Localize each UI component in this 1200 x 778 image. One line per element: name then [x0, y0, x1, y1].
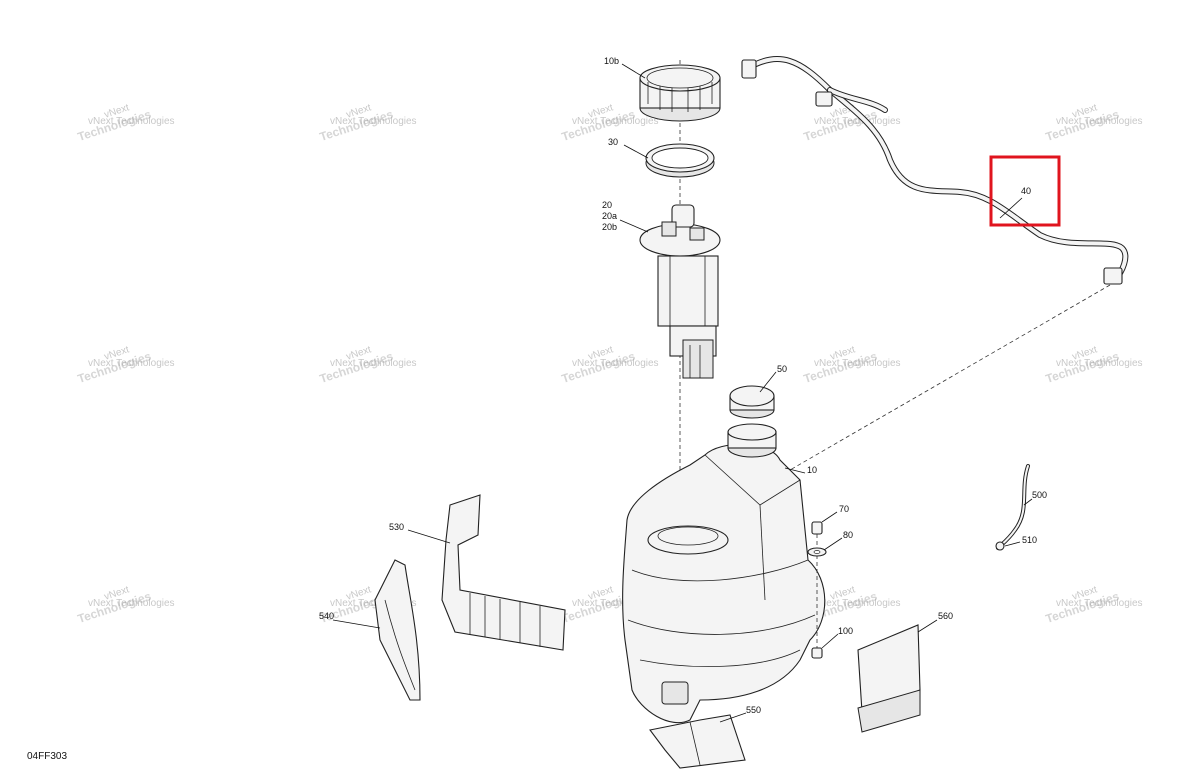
part-80-washer[interactable]	[807, 547, 827, 557]
svg-text:vNext Technologies: vNext Technologies	[1056, 116, 1143, 127]
callout-500[interactable]: 500	[1032, 490, 1047, 500]
part-540-shield[interactable]	[374, 559, 421, 701]
callout-20b[interactable]: 20b	[602, 222, 617, 232]
callout-530[interactable]: 530	[389, 522, 404, 532]
part-40-hose[interactable]	[741, 56, 1129, 285]
callout-20a[interactable]: 20a	[602, 211, 617, 221]
callout-70[interactable]: 70	[839, 504, 849, 514]
callout-550[interactable]: 550	[746, 705, 761, 715]
svg-text:vNext Technologies: vNext Technologies	[814, 116, 901, 127]
svg-text:vNext Technologies: vNext Technologies	[88, 116, 175, 127]
part-100-nut[interactable]	[811, 647, 823, 659]
part-50-cap[interactable]	[729, 385, 775, 419]
callout-40[interactable]: 40	[1021, 186, 1031, 196]
callout-540[interactable]: 540	[319, 611, 334, 621]
callout-10b[interactable]: 10b	[604, 56, 619, 66]
svg-text:vNext Technologies: vNext Technologies	[330, 116, 417, 127]
callout-100[interactable]: 100	[838, 626, 853, 636]
svg-text:vNext Technologies: vNext Technologies	[572, 358, 659, 369]
part-550-shield[interactable]	[649, 714, 746, 769]
leader-lines	[332, 63, 1033, 723]
callout-10[interactable]: 10	[807, 465, 817, 475]
svg-text:vNext Technologies: vNext Technologies	[1056, 358, 1143, 369]
svg-text:vNext Technologies: vNext Technologies	[814, 598, 901, 609]
part-70-bolt[interactable]	[811, 521, 823, 650]
callout-20[interactable]: 20	[602, 200, 612, 210]
part-20-fuel-pump[interactable]	[639, 204, 721, 379]
svg-text:vNext Technologies: vNext Technologies	[1056, 598, 1143, 609]
callout-80[interactable]: 80	[843, 530, 853, 540]
svg-text:vNext Technologies: vNext Technologies	[330, 358, 417, 369]
svg-text:vNext Technologies: vNext Technologies	[330, 598, 417, 609]
svg-text:vNext Technologies: vNext Technologies	[88, 358, 175, 369]
svg-text:vNext Technologies: vNext Technologies	[572, 598, 659, 609]
part-10-fuel-tank[interactable]	[622, 423, 826, 724]
svg-text:vNext Technologies: vNext Technologies	[814, 358, 901, 369]
callout-50[interactable]: 50	[777, 364, 787, 374]
part-530-heat-shield[interactable]	[441, 494, 566, 651]
figure-reference-code: 04FF303	[27, 751, 68, 762]
part-510-clip[interactable]	[995, 541, 1005, 551]
part-30-seal[interactable]	[645, 143, 715, 178]
callout-560[interactable]: 560	[938, 611, 953, 621]
callout-510[interactable]: 510	[1022, 535, 1037, 545]
part-560-panel[interactable]	[857, 624, 921, 733]
part-10b-locking-ring[interactable]	[639, 64, 721, 122]
svg-text:vNext Technologies: vNext Technologies	[572, 116, 659, 127]
svg-text:vNext Technologies: vNext Technologies	[88, 598, 175, 609]
callout-labels: 10b 30 20 20a 20b 40 50 10 70 80 100 500…	[319, 56, 1047, 715]
highlight-box-40	[989, 155, 1061, 227]
callout-30[interactable]: 30	[608, 137, 618, 147]
